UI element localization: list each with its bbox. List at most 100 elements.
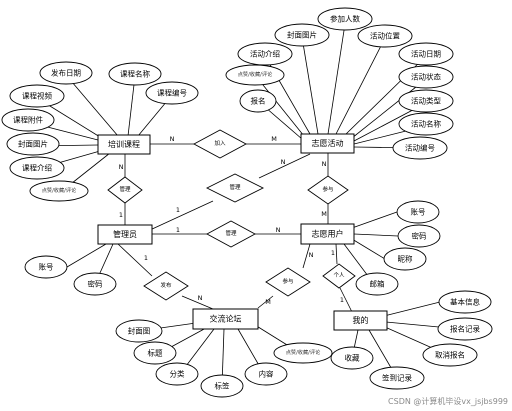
attr-admin-account: 账号 (24, 255, 68, 279)
attr-activity-interactions-label: 点赞/收藏/评论 (238, 70, 273, 78)
attr-course-file-label: 课程附件 (13, 115, 43, 125)
attr-forum-tag-label: 标签 (215, 381, 230, 391)
attr-course-cover: 封面图片 (6, 132, 60, 156)
attr-activity-cover-label: 封面图片 (287, 30, 317, 40)
attr-user-password: 密码 (397, 224, 441, 248)
entity-course: 培训课程 (97, 134, 151, 155)
card-personal-mine: 1 (340, 296, 344, 304)
attr-course-intro-label: 课程介绍 (22, 163, 52, 173)
attr-activity-name: 活动名称 (398, 112, 454, 136)
attr-activity-status: 活动状态 (398, 65, 454, 89)
entity-mine: 我的 (333, 310, 388, 331)
card-mu-user: N (276, 226, 281, 234)
attr-user-email-label: 邮箱 (370, 279, 385, 289)
entity-mine-label: 我的 (353, 315, 369, 325)
attr-activity-cover: 封面图片 (274, 23, 330, 47)
attr-activity-signup: 报名 (239, 89, 277, 113)
attr-course-name: 课程名称 (108, 62, 162, 86)
entity-forum: 交流论坛 (192, 308, 259, 330)
attr-mine-checkin-record: 签到记录 (369, 366, 425, 390)
relation-manage-activity: 管理 (205, 173, 265, 203)
attr-admin-password-label: 密码 (88, 279, 103, 289)
attr-activity-intro: 活动介绍 (237, 42, 293, 66)
attr-mine-favorites: 收藏 (330, 346, 374, 370)
attr-forum-title-label: 标题 (148, 348, 163, 358)
card-activity-post: N (322, 160, 327, 168)
attr-course-video-label: 课程视频 (22, 91, 52, 101)
attr-activity-interactions: 点赞/收藏/评论 (225, 64, 285, 86)
attr-activity-number-label: 活动编号 (405, 143, 435, 153)
attr-activity-date: 活动日期 (398, 42, 454, 66)
attr-forum-cover-label: 封面图 (128, 326, 151, 336)
attr-activity-name-label: 活动名称 (411, 119, 441, 129)
attr-activity-participants-label: 参加人数 (330, 14, 360, 24)
attr-course-interactions: 点赞/收藏/评论 (29, 180, 89, 202)
attr-forum-category: 分类 (155, 362, 199, 386)
attr-mine-signup-record-label: 报名记录 (450, 324, 480, 334)
entity-user-label: 志愿用户 (312, 229, 344, 239)
relation-post-label: 参与 (322, 185, 333, 193)
attr-user-password-label: 密码 (412, 231, 427, 241)
entity-admin-label: 管理员 (113, 229, 137, 239)
relation-join-label: 加入 (214, 139, 226, 147)
attr-mine-checkin-record-label: 签到记录 (382, 373, 412, 383)
attr-forum-interactions: 点赞/收藏/评论 (273, 342, 333, 364)
attr-user-account: 账号 (396, 200, 440, 224)
attr-activity-type-label: 活动类型 (411, 96, 441, 106)
entity-activity: 志愿活动 (300, 133, 355, 154)
attr-mine-cancel-signup: 取消报名 (422, 343, 478, 367)
attr-activity-location-label: 活动位置 (370, 31, 400, 41)
relation-post: 参与 (307, 175, 349, 205)
attr-course-video: 课程视频 (9, 84, 65, 108)
attr-user-account-label: 账号 (411, 208, 426, 217)
attr-admin-password: 密码 (73, 272, 117, 296)
attr-mine-cancel-signup-label: 取消报名 (435, 350, 465, 360)
attr-activity-date-label: 活动日期 (411, 49, 441, 59)
relation-user-forum-label: 参与 (282, 277, 293, 285)
relation-personal-label: 个人 (333, 272, 345, 279)
card-course-join: N (170, 135, 175, 143)
attr-course-cover-label: 封面图片 (18, 139, 48, 149)
attr-course-number-label: 课程编号 (157, 88, 187, 98)
relation-manage-course-label: 管理 (119, 185, 131, 193)
entity-course-label: 培训课程 (108, 139, 140, 149)
attr-forum-interactions-label: 点赞/收藏/评论 (286, 348, 321, 356)
attr-activity-intro-label: 活动介绍 (250, 49, 280, 59)
attr-activity-status-label: 活动状态 (411, 72, 441, 82)
attr-course-publish-date-label: 发布日期 (51, 68, 81, 78)
attr-admin-account-label: 账号 (39, 263, 54, 272)
attr-forum-content-label: 内容 (259, 369, 274, 379)
attr-forum-cover: 封面图 (115, 319, 163, 343)
attr-activity-type: 活动类型 (398, 89, 454, 113)
attr-activity-number: 活动编号 (392, 136, 448, 160)
card-post-user: M (321, 210, 327, 218)
attr-activity-location: 活动位置 (357, 24, 413, 48)
attr-course-publish-date: 发布日期 (39, 61, 93, 85)
attr-mine-favorites-label: 收藏 (345, 353, 360, 363)
relation-publish: 发布 (143, 271, 189, 301)
card-course-mc: N (119, 163, 124, 171)
relation-personal: 个人 (322, 263, 356, 289)
relation-publish-label: 发布 (160, 281, 172, 289)
attr-forum-title: 标题 (133, 341, 177, 365)
card-admin-pub: 1 (144, 254, 148, 262)
relation-manage-course: 管理 (107, 176, 143, 204)
card-ma-activity: N (281, 158, 286, 166)
watermark: CSDN @计算机毕设vx_jsjbs999 (388, 397, 508, 406)
relation-user-forum: 参与 (265, 267, 311, 297)
attr-mine-signup-record: 报名记录 (437, 317, 493, 341)
attr-forum-content: 内容 (244, 362, 288, 386)
card-mc-admin: 1 (119, 211, 123, 219)
card-admin-ma: 1 (176, 206, 180, 214)
attr-mine-basic-info-label: 基本信息 (450, 297, 480, 307)
card-join-activity: M (271, 135, 277, 143)
attr-user-nickname: 昵称 (383, 247, 427, 271)
relation-manage-user-label: 管理 (225, 229, 237, 237)
attr-course-name-label: 课程名称 (120, 69, 150, 79)
attr-forum-category-label: 分类 (170, 369, 185, 379)
attr-activity-signup-label: 报名 (251, 96, 266, 106)
relation-manage-activity-label: 管理 (229, 183, 241, 191)
attr-user-email: 邮箱 (355, 272, 399, 296)
attr-mine-basic-info: 基本信息 (438, 290, 492, 314)
